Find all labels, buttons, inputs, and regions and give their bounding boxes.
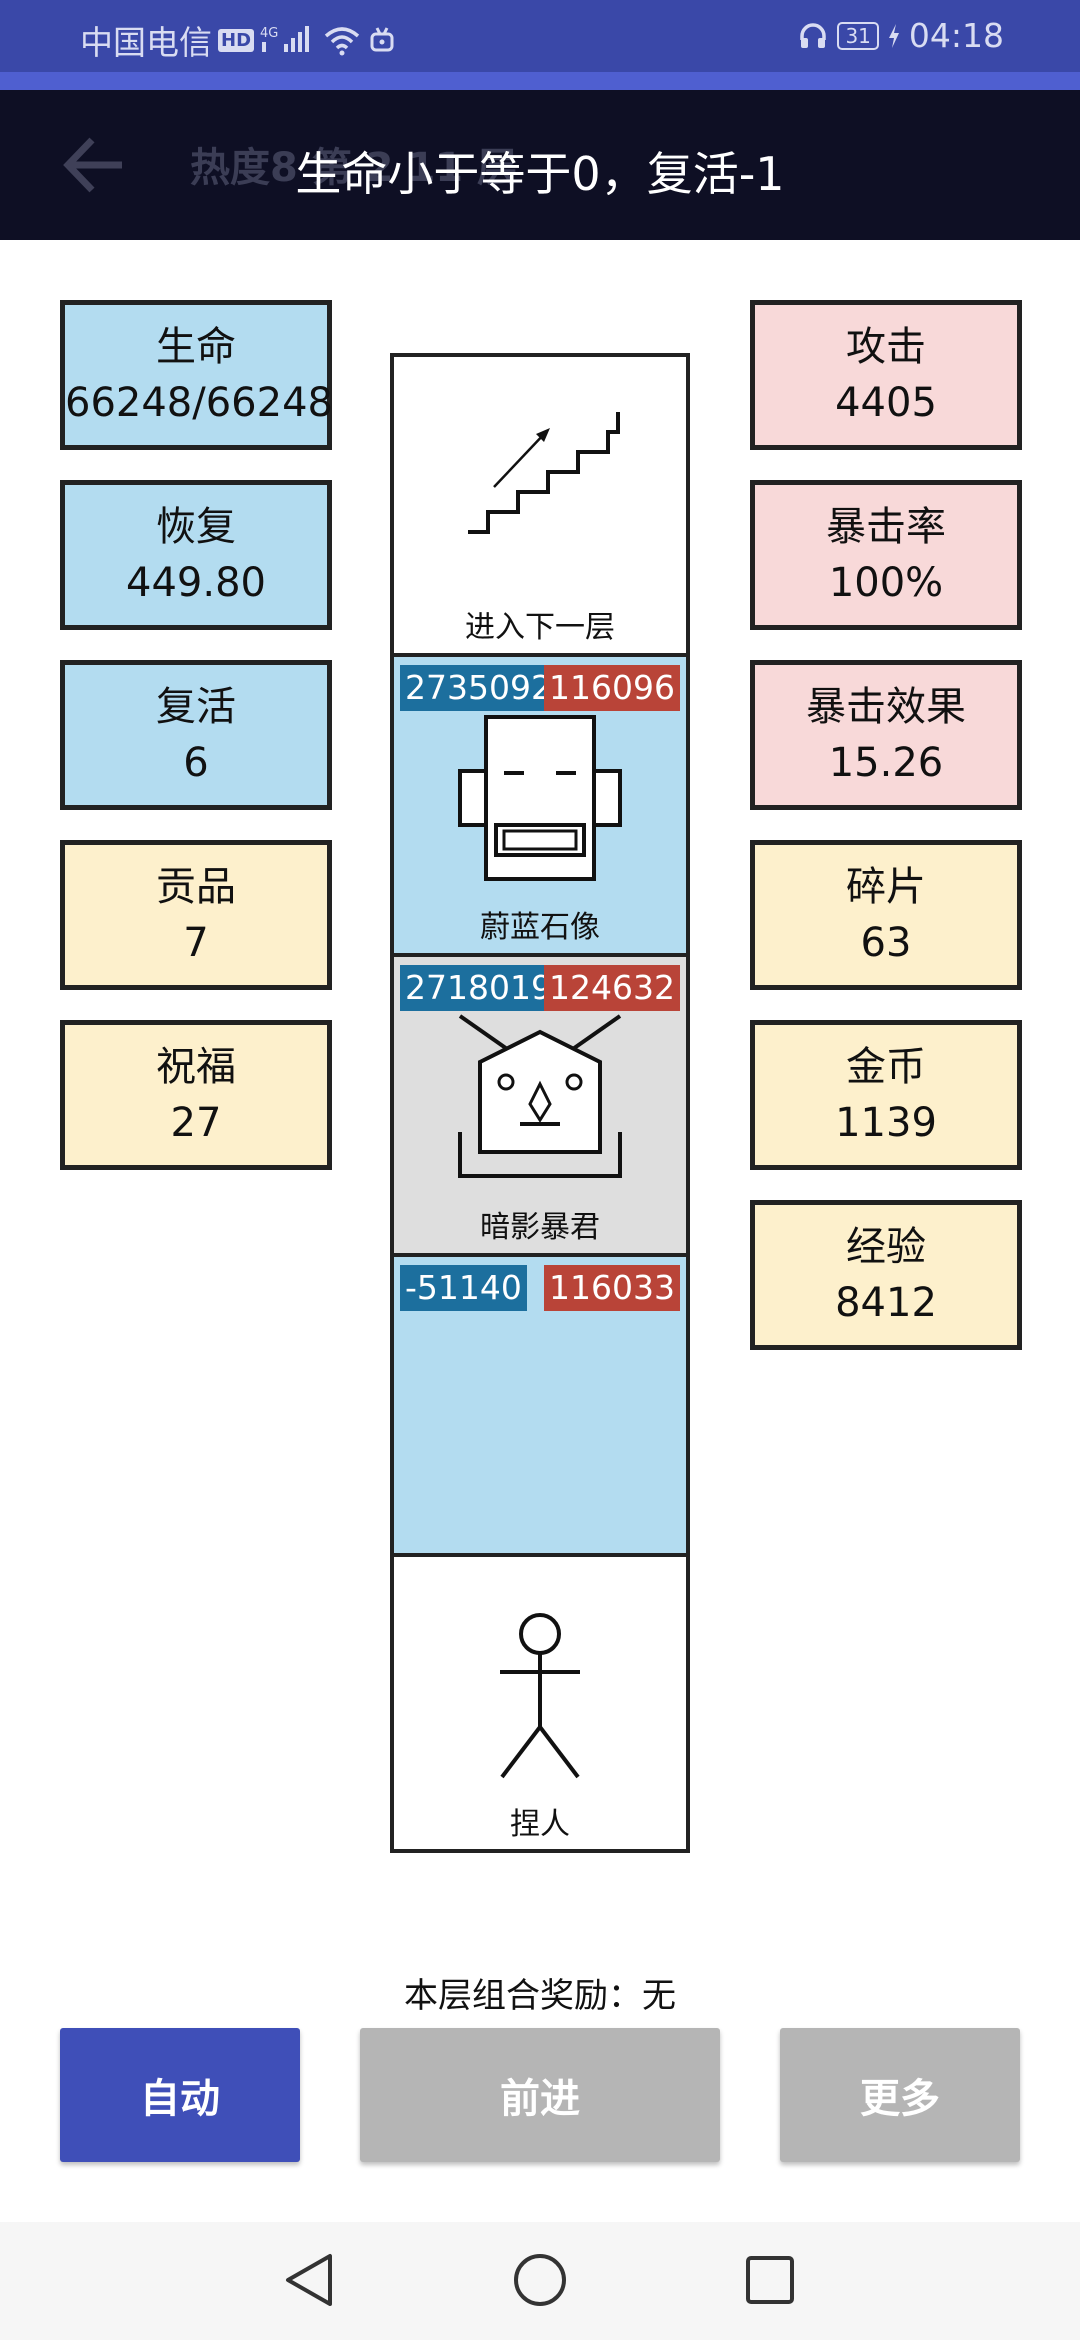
- stat-shards: 碎片 63: [750, 840, 1022, 990]
- stat-value: 7: [183, 920, 209, 966]
- stick-figure-icon: [500, 1613, 580, 1779]
- tower-cell-enemy[interactable]: 2718019 124632 暗影暴君: [394, 957, 686, 1257]
- hd-badge: HD: [218, 28, 255, 52]
- stat-value: 100%: [828, 560, 944, 606]
- tower-cell-enemy[interactable]: 2735092 116096 蔚蓝石像: [394, 657, 686, 957]
- stat-value: 8412: [835, 1280, 937, 1326]
- nav-home-icon[interactable]: [510, 2250, 570, 2310]
- tower-cell-empty[interactable]: -51140 116033: [394, 1257, 686, 1557]
- enemy-hp: 2718019: [400, 965, 557, 1011]
- auto-button[interactable]: 自动: [60, 2028, 300, 2162]
- stat-blessing: 祝福 27: [60, 1020, 332, 1170]
- cell-label: 暗影暴君: [480, 1210, 600, 1245]
- stat-label: 经验: [846, 1224, 926, 1270]
- stat-value: 63: [860, 920, 912, 966]
- robot-statue-icon: [458, 715, 622, 881]
- more-button[interactable]: 更多: [780, 2028, 1020, 2162]
- enemy-attack: 124632: [544, 965, 680, 1011]
- network-type: 4G: [260, 26, 278, 41]
- page-title: 热度8 第 2 11 层: [190, 145, 518, 191]
- cell-label: 蔚蓝石像: [480, 910, 600, 945]
- notification-icon: [368, 24, 396, 56]
- signal-icon: 4G: [260, 24, 316, 56]
- stat-value: 66248/66248: [65, 380, 333, 426]
- stat-label: 复活: [156, 684, 236, 730]
- stat-label: 恢复: [156, 504, 236, 550]
- status-bar: 中国电信 HD 4G: [0, 0, 1080, 72]
- stat-value: 6: [183, 740, 209, 786]
- enemy-attack: 116096: [544, 665, 680, 711]
- stat-value: 1139: [835, 1100, 937, 1146]
- stat-label: 碎片: [846, 864, 926, 910]
- stat-label: 金币: [846, 1044, 926, 1090]
- stat-crit-effect: 暴击效果 15.26: [750, 660, 1022, 810]
- battery-icon: 31: [837, 21, 879, 50]
- tower-cell-player[interactable]: 捏人: [394, 1557, 686, 1849]
- tower: 进入下一层 2735092 116096 蔚蓝石像 2718019 124632: [390, 353, 690, 1853]
- enemy-hp: -51140: [400, 1265, 527, 1311]
- wifi-icon: [322, 24, 362, 56]
- status-bar-accent: [0, 72, 1080, 90]
- carrier-label: 中国电信: [80, 23, 212, 62]
- stat-label: 暴击效果: [806, 684, 966, 730]
- stat-attack: 攻击 4405: [750, 300, 1022, 450]
- back-arrow-icon[interactable]: [60, 130, 130, 200]
- stat-label: 暴击率: [826, 504, 946, 550]
- stat-tribute: 贡品 7: [60, 840, 332, 990]
- stat-life: 生命 66248/66248: [60, 300, 333, 450]
- system-nav-bar: [0, 2222, 1080, 2340]
- stat-label: 生命: [156, 324, 236, 370]
- stat-experience: 经验 8412: [750, 1200, 1022, 1350]
- forward-button[interactable]: 前进: [360, 2028, 720, 2162]
- headphones-icon: [797, 20, 829, 52]
- stat-crit-rate: 暴击率 100%: [750, 480, 1022, 630]
- charging-icon: [887, 22, 901, 50]
- stat-gold: 金币 1139: [750, 1020, 1022, 1170]
- enemy-hp: 2735092: [400, 665, 557, 711]
- cell-label: 进入下一层: [465, 610, 615, 645]
- stat-recovery: 恢复 449.80: [60, 480, 332, 630]
- clock: 04:18: [908, 16, 1004, 55]
- enemy-attack: 116033: [544, 1265, 680, 1311]
- stat-label: 祝福: [156, 1044, 236, 1090]
- stat-revive: 复活 6: [60, 660, 332, 810]
- app-bar: 热度8 第 2 11 层 生命小于等于0，复活-1: [0, 90, 1080, 240]
- stat-value: 27: [170, 1100, 222, 1146]
- stat-value: 449.80: [126, 560, 266, 606]
- stat-label: 攻击: [846, 324, 926, 370]
- cell-label: 捏人: [510, 1807, 570, 1842]
- stat-value: 15.26: [828, 740, 944, 786]
- nav-recents-icon[interactable]: [742, 2250, 798, 2310]
- tower-cell-next-floor[interactable]: 进入下一层: [394, 357, 686, 657]
- nav-back-icon[interactable]: [282, 2250, 338, 2310]
- stat-label: 贡品: [156, 864, 236, 910]
- stairs-icon: [468, 412, 620, 534]
- floor-bonus: 本层组合奖励：无: [404, 1976, 676, 2016]
- shadow-tyrant-icon: [458, 1014, 622, 1178]
- toast-message: 生命小于等于0，复活-1: [295, 147, 785, 201]
- stat-value: 4405: [835, 380, 937, 426]
